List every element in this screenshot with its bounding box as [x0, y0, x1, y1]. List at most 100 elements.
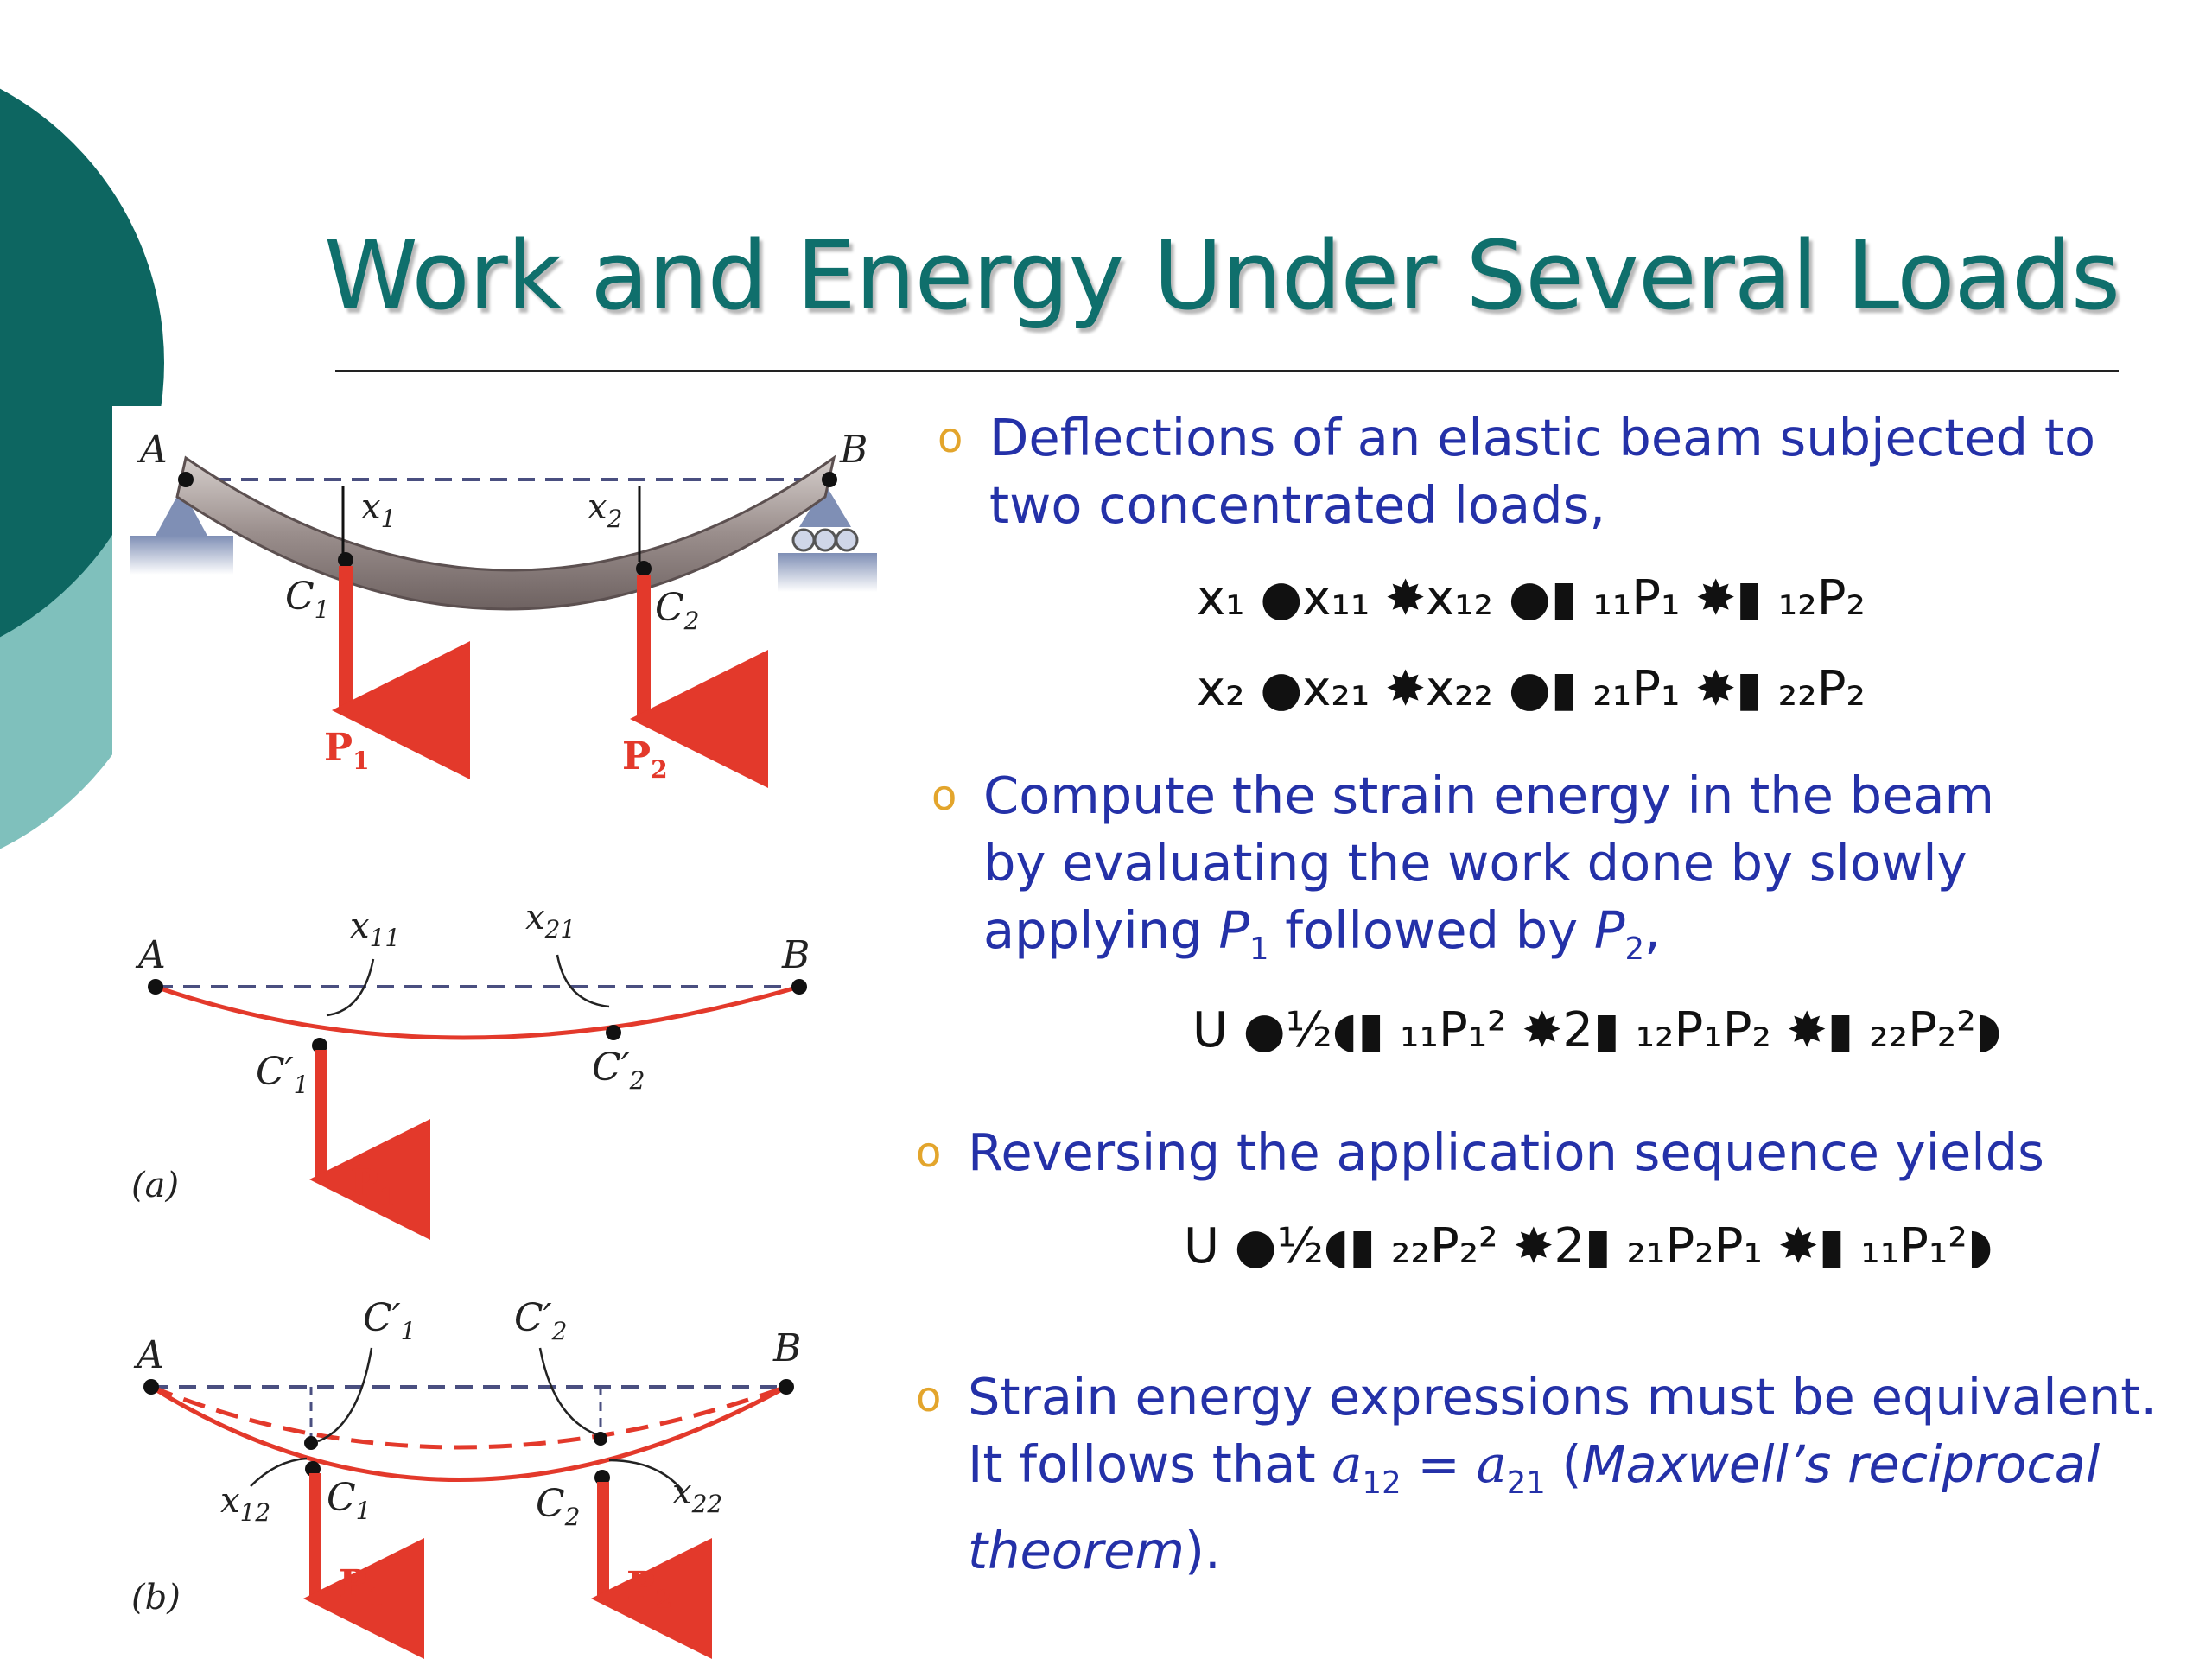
text-run: It follows that: [968, 1434, 1332, 1494]
c2p-leader: [538, 1347, 597, 1436]
dashed-first-deflection: [150, 1384, 787, 1450]
bullet-line: applying P1 followed by P2,: [983, 897, 1994, 983]
roller-support: [799, 484, 851, 527]
roller-wheel: [791, 528, 816, 552]
bullet-deflections: o Deflections of an elastic beam subject…: [938, 404, 2096, 539]
point-A-dot: [143, 1379, 159, 1395]
point-B-dot: [822, 472, 837, 487]
bullet-reversing: o Reversing the application sequence yie…: [916, 1119, 2044, 1186]
label-C2: C2: [655, 586, 700, 635]
label-x21: x21: [525, 898, 575, 944]
bullet-mark: o: [916, 1128, 942, 1177]
equation-U-forward: U ●½◖▮ ₁₁P₁² ✸2▮ ₁₂P₁P₂ ✸▮ ₂₂P₂²◗: [1192, 1002, 2002, 1058]
label-B: B: [839, 428, 868, 472]
bullet-line: Compute the strain energy in the beam: [983, 766, 1995, 825]
point-A-dot: [148, 979, 163, 995]
slide-title: Work and Energy Under Several Loads: [324, 220, 2120, 331]
label-C2p: C′2: [592, 1046, 645, 1095]
symbol-P: P: [1218, 900, 1249, 960]
theorem-name: Maxwell’s reciprocal: [1581, 1434, 2101, 1494]
title-underline: [335, 370, 2119, 372]
bullet-mark: o: [931, 772, 957, 820]
text-run: (: [1545, 1434, 1582, 1494]
bullet-compute-strain-energy: o Compute the strain energy in the beam …: [931, 762, 1995, 983]
point-C1-dot: [305, 1461, 321, 1477]
caption-a: (a): [131, 1166, 179, 1205]
label-C2: C2: [536, 1482, 581, 1531]
label-P2: P2: [622, 734, 668, 784]
label-A: A: [133, 1333, 164, 1377]
deflected-curve: [155, 984, 800, 1040]
subscript: 1: [1249, 931, 1269, 967]
pin-support-ground: [130, 536, 233, 575]
roller-wheel: [835, 528, 859, 552]
label-P1: P1: [339, 1562, 385, 1611]
text-run: applying: [983, 900, 1219, 960]
point-C2-dot: [594, 1470, 610, 1485]
subscript: 12: [1362, 1465, 1402, 1501]
final-deflection: [149, 1384, 788, 1482]
figure-backdrop: [112, 406, 890, 1659]
label-P2: P2: [626, 1564, 672, 1613]
bullet-mark: o: [916, 1373, 942, 1421]
label-C1p: C′1: [363, 1296, 416, 1345]
bullet-line: Deflections of an elastic beam subjected…: [989, 408, 2096, 467]
label-x2: x2: [588, 487, 622, 533]
text-run: ).: [1184, 1520, 1221, 1580]
label-C2p: C′2: [514, 1296, 567, 1345]
equation-x2: x₂ ●x₂₁ ✸x₂₂ ●▮ ₂₁P₁ ✸▮ ₂₂P₂: [1197, 661, 1866, 717]
figure-b: A B C′1 C′2 x12 x22 C1 C2 P1 P2 (b): [131, 1296, 801, 1659]
bullet-maxwell: o Strain energy expressions must be equi…: [916, 1363, 2158, 1585]
equation-x1: x₁ ●x₁₁ ✸x₁₂ ●▮ ₁₁P₁ ✸▮ ₁₂P₂: [1197, 570, 1866, 626]
pin-support: [156, 488, 207, 536]
point-C1-dot: [338, 552, 353, 568]
text-run: =: [1401, 1434, 1477, 1494]
x12-leader: [250, 1457, 308, 1487]
bullet-line: by evaluating the work done by slowly: [983, 833, 1967, 893]
label-C1: C1: [285, 575, 330, 624]
symbol-P: P: [1593, 900, 1625, 960]
point-C1p-dot: [312, 1038, 327, 1053]
label-A: A: [137, 428, 168, 472]
label-x22: x22: [672, 1472, 722, 1518]
figure-top: A B x1 x2 C1 C2 P1 P2: [130, 428, 877, 788]
label-C1: C1: [327, 1476, 372, 1525]
point-B-dot: [779, 1379, 794, 1395]
point-C2p-dot: [606, 1025, 621, 1040]
subscript: 2: [1624, 931, 1644, 967]
equation-U-reversed: U ●½◖▮ ₂₂P₂² ✸2▮ ₂₁P₂P₁ ✸▮ ₁₁P₁²◗: [1184, 1218, 1993, 1274]
label-B: B: [781, 933, 810, 977]
point-C2p-dot: [594, 1432, 607, 1446]
bullet-line: theorem).: [968, 1517, 2157, 1585]
label-x11: x11: [350, 906, 400, 952]
x22-leader: [608, 1459, 683, 1491]
c1p-leader: [317, 1347, 373, 1443]
bullet-mark: o: [938, 414, 963, 462]
text-run: ,: [1644, 900, 1661, 960]
roller-support-ground: [778, 553, 877, 592]
label-x12: x12: [220, 1481, 270, 1527]
point-C2-dot: [636, 561, 652, 576]
symbol-a: a: [1476, 1434, 1507, 1494]
roller-wheel: [813, 528, 837, 552]
text-run: followed by: [1268, 900, 1594, 960]
x21-leader: [556, 954, 610, 1008]
bullet-line: It follows that a12 = a21 (Maxwell’s rec…: [968, 1431, 2157, 1517]
subscript: 21: [1506, 1465, 1546, 1501]
theorem-name: theorem: [968, 1520, 1185, 1580]
bullet-line: two concentrated loads,: [989, 475, 1606, 535]
label-P1: P1: [350, 1162, 396, 1211]
bullet-line: Reversing the application sequence yield…: [968, 1122, 2044, 1182]
point-C1p-dot: [304, 1436, 318, 1450]
bullet-line: Strain energy expressions must be equiva…: [968, 1367, 2158, 1427]
figure-a: A B x11 x21 C′1 C′2 P1 (a): [131, 898, 810, 1240]
symbol-a: a: [1332, 1434, 1363, 1494]
label-A: A: [135, 933, 166, 977]
label-P1: P1: [324, 726, 370, 775]
caption-b: (b): [131, 1578, 181, 1618]
point-B-dot: [791, 979, 807, 995]
label-C1p: C′1: [256, 1050, 308, 1099]
point-A-dot: [178, 472, 194, 487]
